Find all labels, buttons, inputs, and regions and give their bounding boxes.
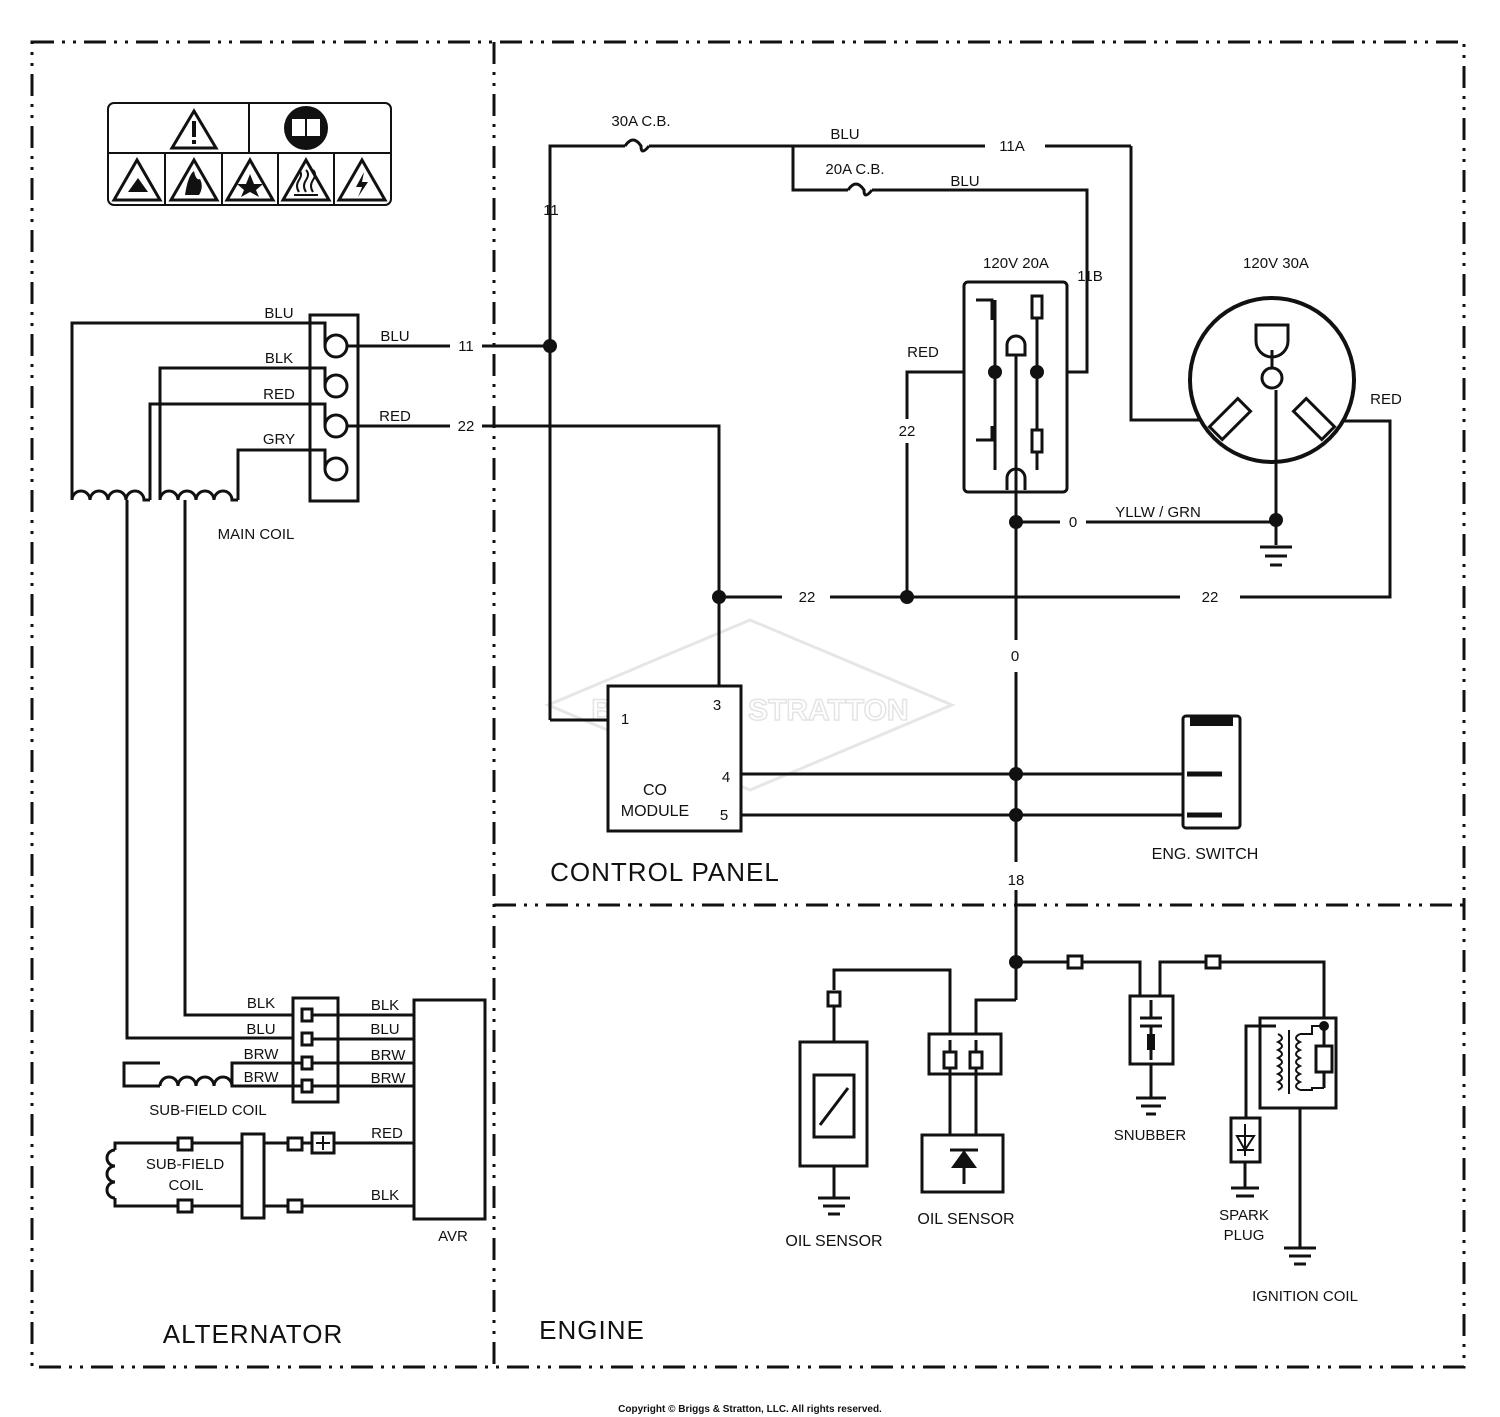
section-title-control-panel: CONTROL PANEL xyxy=(550,857,780,887)
label-avr-r-blk: BLK xyxy=(371,997,399,1014)
label-22-b: 22 xyxy=(1202,589,1219,606)
label-term-blk: BLK xyxy=(265,350,293,367)
label-22-a: 22 xyxy=(799,589,816,606)
label-sub-field-coil2-l2: COIL xyxy=(168,1177,203,1194)
wiring-11 xyxy=(548,138,1228,722)
label-spark-l1: SPARK xyxy=(1219,1207,1269,1224)
label-11-vertical: 11 xyxy=(543,202,559,219)
label-yllw-grn: YLLW / GRN xyxy=(1115,504,1201,521)
shock-icon xyxy=(336,156,388,202)
label-avr-l-brw1: BRW xyxy=(244,1046,280,1063)
oil-sensor-2 xyxy=(920,1032,1005,1194)
label-oil-sensor-1: OIL SENSOR xyxy=(785,1233,882,1250)
label-22-outlet20: 22 xyxy=(899,423,916,440)
sub-field-coil-2 xyxy=(105,1131,414,1220)
label-20a-cb: 20A C.B. xyxy=(825,161,884,178)
label-0-ground: 0 xyxy=(1069,514,1077,531)
label-term-blu: BLU xyxy=(264,305,293,322)
label-avr: AVR xyxy=(438,1228,468,1245)
label-sub-field-coil: SUB-FIELD COIL xyxy=(149,1102,267,1119)
label-spark-l2: PLUG xyxy=(1224,1227,1265,1244)
label-blu-mid: BLU xyxy=(950,173,979,190)
explosion-icon xyxy=(224,156,276,202)
engine-switch xyxy=(1181,714,1242,830)
label-term-red: RED xyxy=(263,386,295,403)
spark-plug xyxy=(1229,1116,1262,1198)
label-blu-top: BLU xyxy=(830,126,859,143)
label-0-vertical: 0 xyxy=(1011,648,1019,665)
label-11b: 11B xyxy=(1077,268,1103,285)
label-outlet-20a: 120V 20A xyxy=(983,255,1049,272)
label-11a: 11A xyxy=(999,138,1025,155)
label-30a-cb: 30A C.B. xyxy=(611,113,670,130)
label-avr-l-blk: BLK xyxy=(247,995,275,1012)
label-18: 18 xyxy=(1008,872,1025,889)
labels: 30A C.B. BLU 11A 20A C.B. BLU 11 120V 20… xyxy=(146,113,1402,1415)
warning-triangle-icon xyxy=(169,108,219,150)
label-co-pin4: 4 xyxy=(722,769,730,786)
poison-gas-icon xyxy=(111,156,163,202)
label-avr-l-brw2: BRW xyxy=(244,1069,280,1086)
label-co-pin3: 3 xyxy=(713,697,721,714)
label-avr-l-blu: BLU xyxy=(246,1021,275,1038)
label-co-pin1: 1 xyxy=(621,711,629,728)
fire-icon xyxy=(168,156,220,202)
ground-icon xyxy=(1260,545,1292,567)
avr-module xyxy=(122,996,487,1221)
label-out-22: 22 xyxy=(458,418,475,435)
section-title-engine: ENGINE xyxy=(539,1315,645,1345)
label-snubber: SNUBBER xyxy=(1114,1127,1187,1144)
warning-label xyxy=(107,102,392,206)
label-outlet-30a: 120V 30A xyxy=(1243,255,1309,272)
outlet-120v-30a xyxy=(1188,296,1356,545)
label-avr-r-brw2: BRW xyxy=(371,1070,407,1087)
label-ignition-coil: IGNITION COIL xyxy=(1252,1288,1358,1305)
section-title-alternator: ALTERNATOR xyxy=(163,1319,343,1349)
copyright: Copyright © Briggs & Stratton, LLC. All … xyxy=(618,1404,882,1415)
outlet-120v-20a xyxy=(962,280,1069,494)
wiring-0 xyxy=(1009,470,1292,862)
label-main-coil: MAIN COIL xyxy=(218,526,295,543)
section-borders xyxy=(30,40,1466,1369)
oil-sensor-1 xyxy=(798,968,952,1216)
label-red-outlet30: RED xyxy=(1370,391,1402,408)
hot-surface-icon xyxy=(280,156,332,202)
label-term-gry: GRY xyxy=(263,431,295,448)
label-eng-switch: ENG. SWITCH xyxy=(1152,846,1259,863)
label-sub-field-coil2-l1: SUB-FIELD xyxy=(146,1156,225,1173)
snubber xyxy=(1128,994,1175,1116)
label-avr-red: RED xyxy=(371,1125,403,1142)
terminal-block xyxy=(308,313,360,503)
label-oil-sensor-2: OIL SENSOR xyxy=(917,1211,1014,1228)
ignition-coil xyxy=(1244,1016,1338,1266)
label-red-outlet20: RED xyxy=(907,344,939,361)
label-avr-blk: BLK xyxy=(371,1187,399,1204)
label-avr-r-brw1: BRW xyxy=(371,1047,407,1064)
main-coil xyxy=(70,321,327,1040)
label-co-line1: CO xyxy=(643,782,667,799)
wiring-18 xyxy=(974,890,1326,1034)
label-out-red: RED xyxy=(379,408,411,425)
read-manual-icon xyxy=(284,106,328,150)
label-avr-r-blu: BLU xyxy=(370,1021,399,1038)
label-co-pin5: 5 xyxy=(720,807,728,824)
label-out-11: 11 xyxy=(458,338,474,355)
label-co-line2: MODULE xyxy=(621,803,689,820)
co-module xyxy=(606,684,1200,833)
label-out-blu: BLU xyxy=(380,328,409,345)
